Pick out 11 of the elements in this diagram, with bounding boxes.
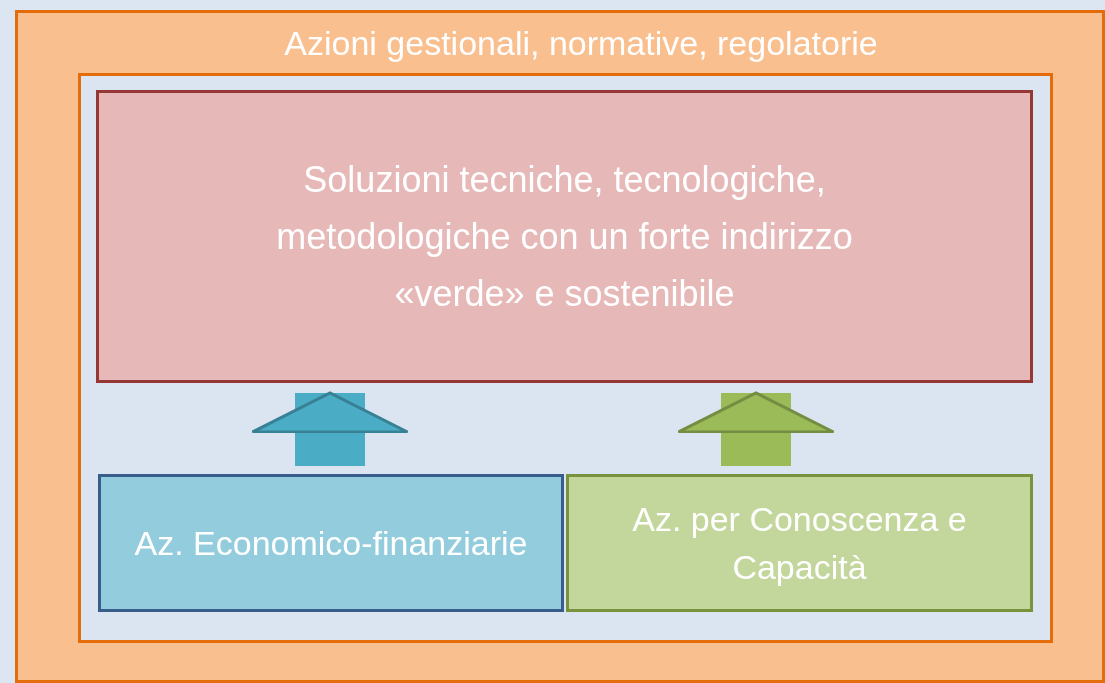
- panel-heading: Azioni gestionali, normative, regolatorie: [283, 23, 879, 64]
- box-text: Soluzioni tecniche, tecnologiche, metodologiche con un forte indirizzo «verde» e sostenibile: [275, 158, 854, 316]
- text-box: [96, 90, 1033, 383]
- text-box: [566, 474, 1033, 612]
- outer-panel: [15, 10, 1105, 683]
- block-arrow: [251, 391, 409, 466]
- block-arrow: [677, 391, 835, 466]
- box-text: Az. Economico-finanziarie: [134, 523, 528, 564]
- panel: [78, 73, 1053, 643]
- box-text: Az. per Conoscenza e Capacità: [631, 499, 968, 588]
- text-box: [98, 474, 564, 612]
